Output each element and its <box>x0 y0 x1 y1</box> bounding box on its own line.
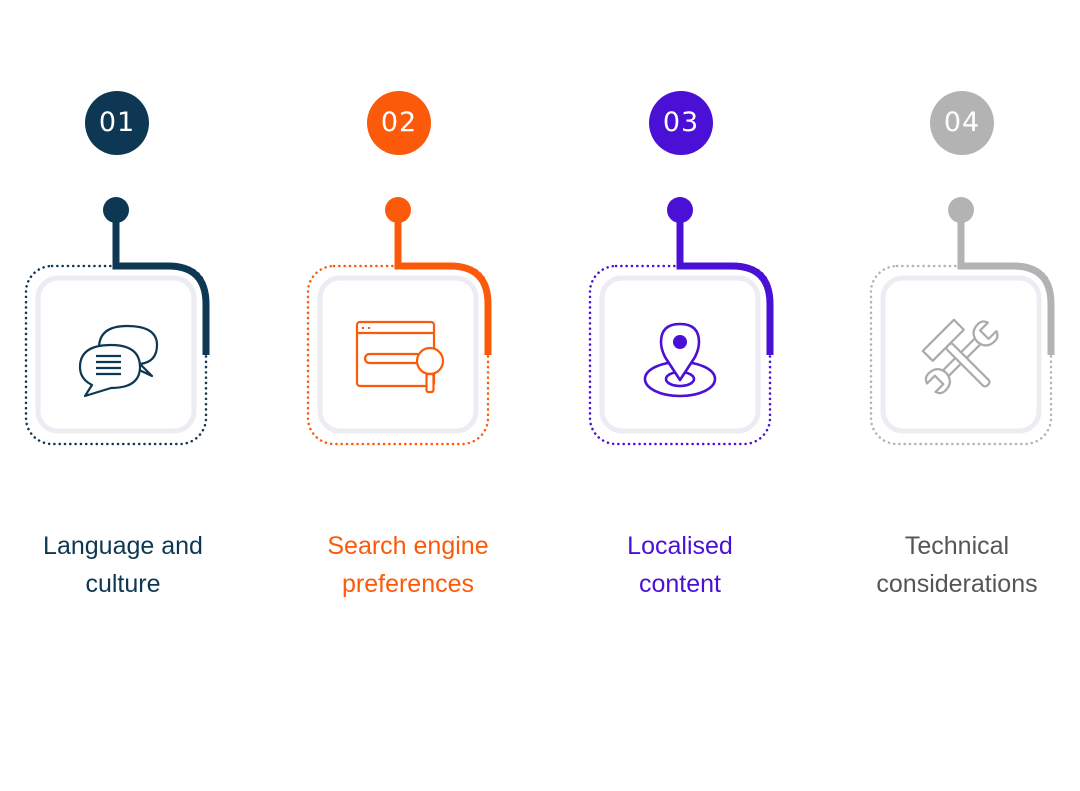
step-graphic <box>869 197 1055 446</box>
step-number-badge: 04 <box>930 91 994 155</box>
step-label: Language and culture <box>0 527 253 603</box>
step-label-line-2: preferences <box>341 570 475 598</box>
step-label-line-1: Technical <box>904 532 1010 560</box>
step-graphic <box>588 197 774 446</box>
step-label-line-2: culture <box>85 570 161 598</box>
step-1: 01 Language and culture <box>0 0 260 791</box>
step-label-line-1: Localised <box>627 532 733 560</box>
step-number-badge: 01 <box>85 91 149 155</box>
step-label-line-2: considerations <box>876 570 1038 598</box>
step-label-line-2: content <box>638 570 721 598</box>
tools-icon <box>921 318 999 395</box>
step-label: Search engine preferences <box>278 527 538 603</box>
step-label: Technical considerations <box>827 527 1080 603</box>
step-label-line-1: Language and <box>43 532 203 560</box>
location-pin-icon <box>643 322 717 398</box>
step-number-badge: 02 <box>367 91 431 155</box>
step-4: 04 Technical considerations <box>845 0 1080 791</box>
step-graphic <box>306 197 492 446</box>
speech-bubbles-icon <box>78 324 159 398</box>
browser-search-icon <box>355 320 445 394</box>
step-2: 02 Search engine preferences <box>282 0 542 791</box>
step-3: 03 Localised content <box>564 0 824 791</box>
step-graphic <box>24 197 210 446</box>
step-label-line-1: Search engine <box>327 532 489 560</box>
step-number-badge: 03 <box>649 91 713 155</box>
step-label: Localised content <box>550 527 810 603</box>
